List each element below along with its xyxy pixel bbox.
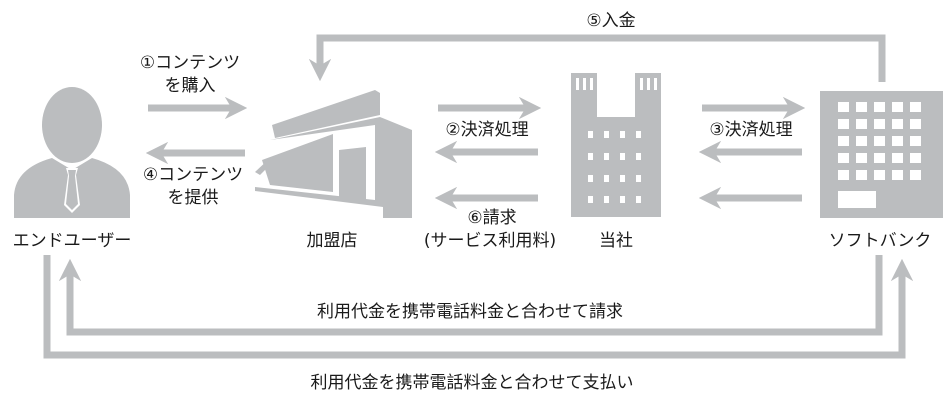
building-window bbox=[838, 119, 849, 129]
person-icon bbox=[14, 87, 130, 218]
arrow-step5-deposit bbox=[308, 34, 886, 82]
label-step2: ②決済処理 bbox=[445, 120, 529, 140]
building-window bbox=[910, 136, 921, 146]
building-window bbox=[838, 102, 849, 112]
building-window bbox=[874, 153, 885, 163]
building-window bbox=[892, 136, 903, 146]
label-step6-line1: ⑥請求 bbox=[467, 208, 517, 228]
store-icon bbox=[255, 90, 412, 218]
building-window bbox=[838, 170, 849, 180]
building-window bbox=[910, 119, 921, 129]
label-step6-line2: (サービス利用料) bbox=[423, 231, 557, 251]
label-step4-line1: ④コンテンツ bbox=[142, 165, 244, 185]
building-window bbox=[910, 153, 921, 163]
label-billing: 利用代金を携帯電話料金と合わせて請求 bbox=[317, 302, 623, 322]
building-window bbox=[910, 170, 921, 180]
building-window bbox=[874, 119, 885, 129]
building-window bbox=[856, 119, 867, 129]
building-window bbox=[874, 102, 885, 112]
building-window bbox=[838, 153, 849, 163]
label-step4-line2: を提供 bbox=[167, 188, 219, 208]
building-window bbox=[856, 136, 867, 146]
arrow-billing bbox=[58, 255, 883, 336]
node-label-end-user: エンドユーザー bbox=[12, 231, 132, 251]
building-window bbox=[892, 102, 903, 112]
node-label-merchant: 加盟店 bbox=[306, 231, 358, 251]
label-step1-line2: を購入 bbox=[164, 76, 216, 96]
building-window bbox=[838, 136, 849, 146]
label-payment: 利用代金を携帯電話料金と合わせて支払い bbox=[310, 373, 634, 393]
building-window bbox=[892, 170, 903, 180]
building-window bbox=[856, 170, 867, 180]
building-window bbox=[856, 102, 867, 112]
node-label-company: 当社 bbox=[599, 231, 633, 251]
node-label-softbank: ソフトバンク bbox=[828, 231, 932, 251]
building-window bbox=[856, 153, 867, 163]
building-window bbox=[892, 153, 903, 163]
arrow-payment bbox=[43, 255, 914, 359]
label-step1-line1: ①コンテンツ bbox=[139, 53, 241, 73]
label-step3: ③決済処理 bbox=[709, 120, 793, 140]
building-window bbox=[910, 102, 921, 112]
office-building-icon bbox=[820, 91, 943, 218]
building-window bbox=[892, 119, 903, 129]
company-building-icon bbox=[571, 73, 661, 217]
label-step5: ⑤入金 bbox=[586, 11, 636, 31]
building-window bbox=[874, 170, 885, 180]
building-window bbox=[874, 136, 885, 146]
